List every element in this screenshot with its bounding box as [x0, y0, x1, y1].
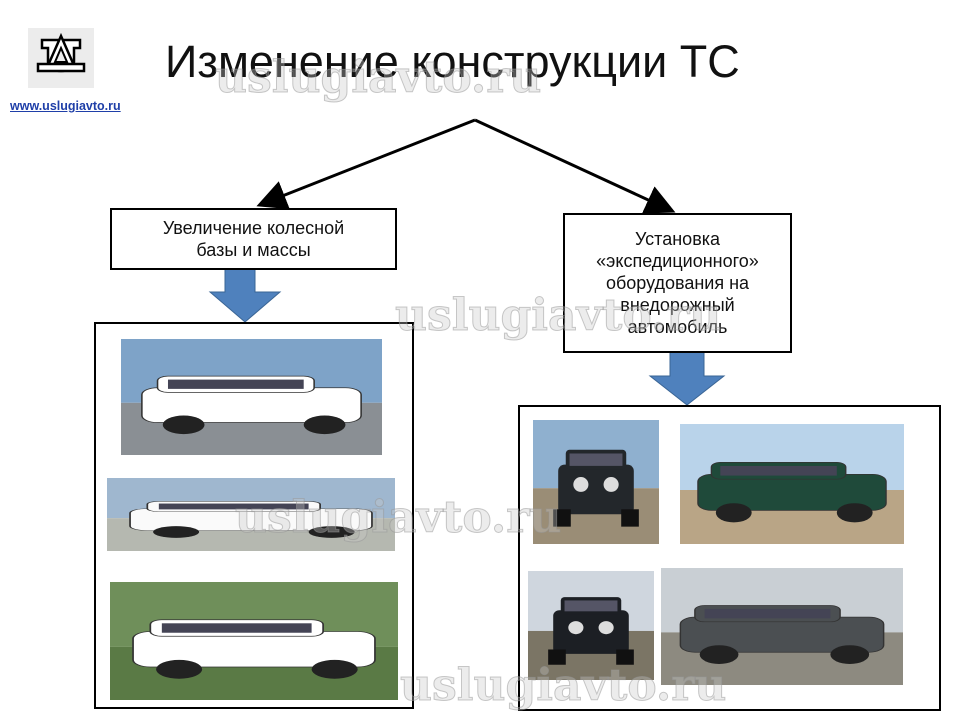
arrow-left — [256, 118, 476, 210]
photo-green-suv-with-roof-rack — [680, 424, 904, 544]
site-link[interactable]: www.uslugiavto.ru — [10, 99, 121, 113]
page-title: Изменение конструкции ТС — [165, 36, 740, 87]
down-arrow-left — [208, 267, 282, 323]
photo-black-suv-with-bullbar — [528, 571, 654, 680]
logo — [28, 28, 94, 88]
branch-box-expedition: Установка «экспедиционного» оборудования… — [563, 213, 792, 353]
photo-black-suv-with-lights-front — [533, 420, 659, 544]
photo-grey-lifted-land-cruiser — [661, 568, 903, 685]
down-arrow-right — [648, 351, 726, 406]
arrow-right — [474, 118, 676, 214]
branch-box-wheelbase: Увеличение колесной базы и массы — [110, 208, 397, 270]
photo-white-cadillac-escalade-limousine — [110, 582, 398, 700]
photo-white-porsche-cayenne-limousine — [121, 339, 382, 455]
photo-white-hummer-limousine — [107, 478, 395, 551]
